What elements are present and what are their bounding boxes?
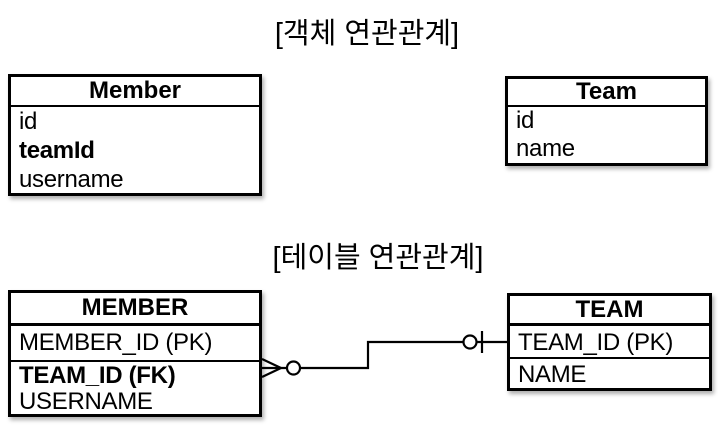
- table-team-pk-compartment: TEAM_ID (PK): [510, 326, 709, 359]
- table-member: MEMBER MEMBER_ID (PK) TEAM_ID (FK) USERN…: [8, 290, 262, 417]
- field-username: username: [19, 166, 124, 193]
- relationship-line: [262, 340, 507, 370]
- table-diagram-title: [테이블 연관관계]: [272, 242, 484, 274]
- table-team-columns: NAME: [510, 359, 709, 388]
- circle-zero-icon: [285, 360, 302, 376]
- field-id: id: [516, 107, 535, 134]
- entity-member-title: Member: [11, 77, 259, 107]
- field-id: id: [19, 108, 38, 135]
- circle-zero-icon: [462, 334, 478, 350]
- column-name: NAME: [518, 361, 587, 388]
- column-username: USERNAME: [19, 388, 153, 414]
- column-team-id-fk: TEAM_ID (FK): [19, 362, 176, 388]
- column-member-id-pk: MEMBER_ID (PK): [19, 329, 213, 356]
- entity-team-title: Team: [508, 79, 705, 107]
- crows-foot-many-icon: [261, 358, 282, 378]
- entity-team-fields: id name: [508, 107, 705, 163]
- field-teamid: teamId: [19, 137, 95, 164]
- column-team-id-pk: TEAM_ID (PK): [518, 329, 674, 356]
- field-name: name: [516, 135, 575, 162]
- table-member-columns: TEAM_ID (FK) USERNAME: [11, 362, 259, 414]
- entity-member: Member id teamId username: [8, 74, 262, 196]
- entity-member-fields: id teamId username: [11, 107, 259, 194]
- object-diagram-title: [객체 연관관계]: [274, 18, 460, 50]
- table-team: TEAM TEAM_ID (PK) NAME: [507, 293, 712, 391]
- table-member-title: MEMBER: [11, 293, 259, 326]
- table-team-title: TEAM: [510, 296, 709, 326]
- entity-team: Team id name: [505, 76, 708, 166]
- table-member-pk-compartment: MEMBER_ID (PK): [11, 326, 259, 362]
